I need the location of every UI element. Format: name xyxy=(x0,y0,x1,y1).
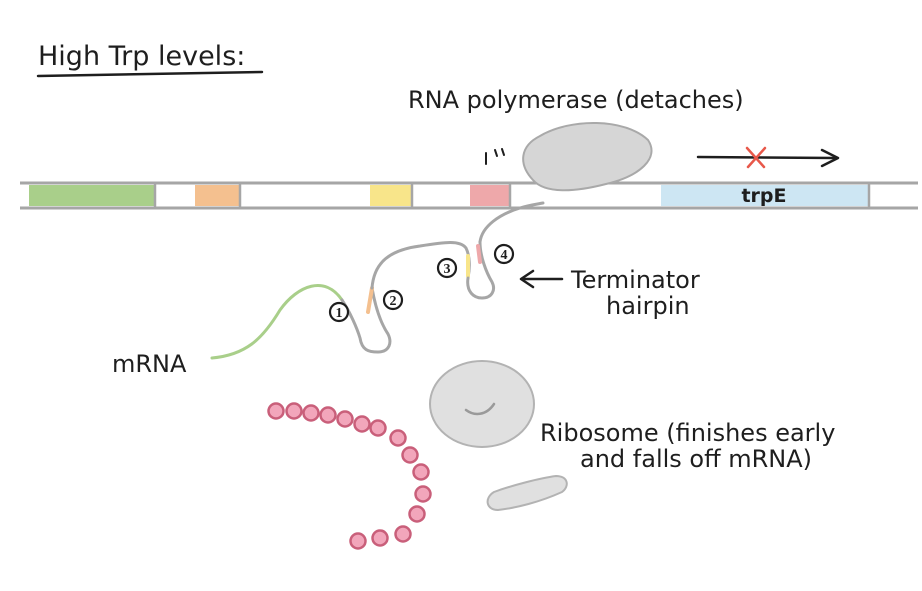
arrow-head xyxy=(519,269,535,289)
ribosome-label-line2: and falls off mRNA) xyxy=(580,445,812,473)
amino-acid-bead xyxy=(336,410,354,428)
region-badge-2: 2 xyxy=(382,289,404,311)
amino-acid-bead xyxy=(389,429,407,447)
mrna-tail xyxy=(478,201,545,244)
arrow-shaft xyxy=(696,155,838,160)
amino-acid-bead xyxy=(414,485,432,503)
badge-circle xyxy=(436,257,458,279)
peptide-chain xyxy=(267,402,432,550)
x-stroke xyxy=(746,146,767,169)
rna-polymerase-label: RNA polymerase (detaches) xyxy=(408,86,744,114)
dna-region-1 xyxy=(29,185,154,206)
amino-acid-bead xyxy=(319,406,337,424)
region-badge-4: 4 xyxy=(493,243,515,265)
arrow-head-icon xyxy=(820,148,840,168)
mrna-loop-1-2 xyxy=(340,286,392,354)
title-underline xyxy=(36,70,264,78)
region-number-3: 3 xyxy=(444,262,451,277)
motion-mark xyxy=(501,148,505,156)
amino-acid-bead xyxy=(401,446,419,464)
x-mark-icon xyxy=(745,146,767,169)
amino-acid-bead xyxy=(349,532,367,550)
motion-marks-icon xyxy=(485,148,505,165)
region-number-4: 4 xyxy=(501,248,508,263)
ribosome-groove xyxy=(464,402,496,416)
region-badge-1: 1 xyxy=(328,301,350,323)
motion-mark xyxy=(494,149,498,157)
amino-acid-bead xyxy=(412,463,430,481)
amino-acid-bead xyxy=(302,404,320,422)
terminator-label-line2: hairpin xyxy=(606,292,690,320)
rna-polymerase-shape xyxy=(522,122,653,192)
amino-acid-bead xyxy=(371,529,389,547)
transcription-arrow xyxy=(696,146,840,169)
terminator-hairpin-loop xyxy=(466,240,496,300)
mrna-label: mRNA xyxy=(112,350,187,378)
arrow-left-icon xyxy=(519,269,564,289)
ribosome-label-line1: Ribosome (finishes early xyxy=(540,419,835,447)
amino-acid-bead xyxy=(285,402,303,420)
mrna-strand xyxy=(210,201,545,360)
dna-region-2 xyxy=(195,185,239,206)
region-number-1: 1 xyxy=(336,306,343,321)
dna-region-3 xyxy=(370,185,411,206)
amino-acid-bead xyxy=(369,419,387,437)
dna-region-4 xyxy=(470,185,509,206)
ribosome-large-subunit xyxy=(429,360,535,448)
amino-acid-bead xyxy=(353,415,371,433)
badge-circle xyxy=(382,289,404,311)
trpe-gene-box xyxy=(661,185,868,206)
badge-circle xyxy=(493,243,515,265)
dna-strand: trpE xyxy=(20,181,918,210)
mrna-region-4 xyxy=(476,244,482,264)
amino-acid-bead xyxy=(408,505,426,523)
mrna-region-2 xyxy=(366,286,374,314)
ribosome xyxy=(429,360,568,512)
region-number-2: 2 xyxy=(390,294,397,309)
ribosome-small-subunit xyxy=(486,474,568,512)
diagram-title: High Trp levels: xyxy=(38,41,245,72)
badge-circle xyxy=(328,301,350,323)
trpe-gene-label: trpE xyxy=(741,185,786,207)
terminator-label-line1: Terminator xyxy=(570,266,700,294)
amino-acid-bead xyxy=(394,525,412,543)
region-badge-3: 3 xyxy=(436,257,458,279)
mrna-region-1 xyxy=(210,284,344,360)
amino-acid-bead xyxy=(267,402,285,420)
